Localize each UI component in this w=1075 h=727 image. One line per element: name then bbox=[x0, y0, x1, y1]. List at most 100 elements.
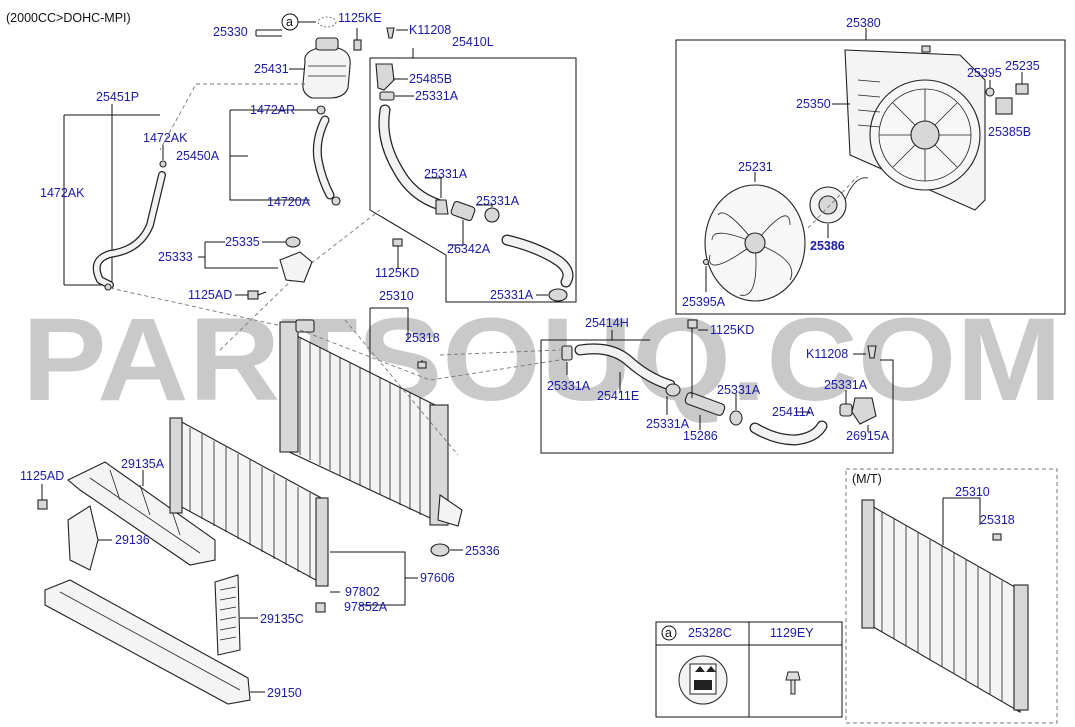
label-29150: 29150 bbox=[267, 686, 302, 700]
clip-k11208-top[interactable] bbox=[386, 27, 395, 39]
label-25411A: 25411A bbox=[772, 405, 815, 419]
overflow-hose-25451P[interactable] bbox=[92, 171, 166, 289]
hose-fitting-25485B[interactable] bbox=[375, 63, 395, 91]
bolt-1125AD-1[interactable] bbox=[247, 290, 267, 300]
bolt-1125KD-1[interactable] bbox=[392, 238, 403, 268]
hose-25411E[interactable] bbox=[574, 343, 676, 391]
label-25431: 25431 bbox=[254, 62, 289, 76]
label-25395: 25395 bbox=[967, 66, 1002, 80]
plug-25318-mt[interactable] bbox=[992, 533, 1002, 541]
bolt-1125KE[interactable] bbox=[353, 28, 362, 51]
lower-hose-segment[interactable] bbox=[501, 234, 574, 288]
nut-top-shroud[interactable] bbox=[921, 45, 931, 53]
reservoir-tank[interactable] bbox=[302, 37, 351, 99]
engine-spec-label: (2000CC>DOHC-MPI) bbox=[6, 11, 131, 25]
label-25331A-3: 25331A bbox=[476, 194, 520, 208]
fitting-26915A[interactable] bbox=[851, 397, 877, 425]
label-1472AK-1: 1472AK bbox=[143, 131, 188, 145]
screw-25395A[interactable] bbox=[702, 258, 710, 266]
hose-25450A[interactable] bbox=[312, 115, 335, 200]
radiator-25310[interactable] bbox=[279, 319, 463, 527]
plug-25318[interactable] bbox=[417, 361, 427, 369]
bolt-1125KD-2[interactable] bbox=[687, 319, 698, 398]
legend-col1-label: 25328C bbox=[688, 626, 732, 640]
guide-29136[interactable] bbox=[67, 505, 99, 571]
fan-motor-25386[interactable] bbox=[809, 177, 869, 224]
label-25318-mt: 25318 bbox=[980, 513, 1015, 527]
clamp-25331A-7[interactable] bbox=[729, 410, 743, 426]
fan-blade-25231[interactable] bbox=[704, 184, 806, 302]
label-25333: 25333 bbox=[158, 250, 193, 264]
warning-label-icon bbox=[678, 655, 728, 705]
label-29136: 29136 bbox=[115, 533, 150, 547]
joint-26342A[interactable] bbox=[450, 200, 476, 222]
label-1125KE: 1125KE bbox=[338, 11, 382, 25]
hose-25411A[interactable] bbox=[749, 420, 828, 446]
label-25450A: 25450A bbox=[176, 149, 220, 163]
label-25385B: 25385B bbox=[988, 125, 1031, 139]
guide-29135C[interactable] bbox=[214, 574, 241, 656]
clamp-25331A-3[interactable] bbox=[484, 207, 500, 223]
clamp-25331A-5[interactable] bbox=[561, 345, 573, 361]
radiator-25310-mt[interactable] bbox=[861, 499, 1029, 713]
label-25310-mt: 25310 bbox=[955, 485, 990, 499]
label-25330: 25330 bbox=[213, 25, 248, 39]
label-25231: 25231 bbox=[738, 160, 773, 174]
label-25331A-2: 25331A bbox=[424, 167, 468, 181]
label-26342A: 26342A bbox=[447, 242, 491, 256]
clip-1472AR[interactable] bbox=[316, 105, 326, 115]
clamp-25331A-2[interactable] bbox=[435, 199, 449, 215]
label-25386: 25386 bbox=[810, 239, 845, 253]
air-guide-29135A[interactable] bbox=[66, 461, 216, 566]
pipe-15286[interactable] bbox=[684, 392, 726, 417]
clip-1472AK-1[interactable] bbox=[159, 160, 167, 168]
label-1125AD-1: 1125AD bbox=[188, 288, 232, 302]
condenser-97606[interactable] bbox=[169, 417, 329, 587]
clip-k11208-right[interactable] bbox=[867, 345, 877, 359]
screw-25395[interactable] bbox=[985, 87, 995, 97]
clamp-25331A-1[interactable] bbox=[379, 91, 395, 101]
label-25310: 25310 bbox=[379, 289, 414, 303]
fan-group-box bbox=[675, 39, 1066, 315]
label-25335: 25335 bbox=[225, 235, 260, 249]
label-25331A-4: 25331A bbox=[490, 288, 534, 302]
upper-hose-25410L[interactable] bbox=[378, 104, 446, 211]
clamp-25331A-4[interactable] bbox=[548, 288, 568, 302]
mt-inset-title: (M/T) bbox=[852, 472, 882, 486]
clip-14720A[interactable] bbox=[331, 196, 341, 206]
cap-97852A[interactable] bbox=[315, 602, 326, 613]
connector-25235[interactable] bbox=[1015, 83, 1029, 95]
label-25331A-7: 25331A bbox=[717, 383, 761, 397]
label-14720A: 14720A bbox=[267, 195, 311, 209]
label-15286: 15286 bbox=[683, 429, 718, 443]
legend-col2-label: 1129EY bbox=[770, 626, 814, 640]
mount-25336[interactable] bbox=[430, 543, 450, 557]
label-1125AD-2: 1125AD bbox=[20, 469, 64, 483]
fan-shroud-25350[interactable] bbox=[844, 49, 986, 211]
bolt-1125AD-2[interactable] bbox=[37, 499, 48, 510]
guard-29150[interactable] bbox=[44, 579, 251, 705]
label-97852A: 97852A bbox=[344, 600, 388, 614]
bolt-1129EY-icon bbox=[785, 671, 801, 695]
bracket-25333[interactable] bbox=[279, 251, 313, 283]
label-k11208-top: K11208 bbox=[409, 23, 451, 37]
label-25331A-6: 25331A bbox=[646, 417, 690, 431]
label-1472AK-2: 1472AK bbox=[40, 186, 85, 200]
grommet-25335[interactable] bbox=[285, 236, 301, 248]
mt-inset-box bbox=[845, 468, 1058, 724]
clamp-25331A-6[interactable] bbox=[665, 383, 681, 397]
label-97606: 97606 bbox=[420, 571, 455, 585]
cap-ring[interactable] bbox=[317, 16, 337, 28]
label-25414H: 25414H bbox=[585, 316, 629, 330]
label-26915A: 26915A bbox=[846, 429, 890, 443]
clip-1472AK-2[interactable] bbox=[104, 283, 112, 291]
label-25485B: 25485B bbox=[409, 72, 452, 86]
clamp-25331A-8[interactable] bbox=[839, 403, 853, 417]
resistor-25385B[interactable] bbox=[995, 97, 1013, 115]
callout-a-letter: a bbox=[286, 15, 293, 29]
label-25336: 25336 bbox=[465, 544, 500, 558]
label-25331A-1: 25331A bbox=[415, 89, 459, 103]
label-25380: 25380 bbox=[846, 16, 881, 30]
label-97802: 97802 bbox=[345, 585, 380, 599]
